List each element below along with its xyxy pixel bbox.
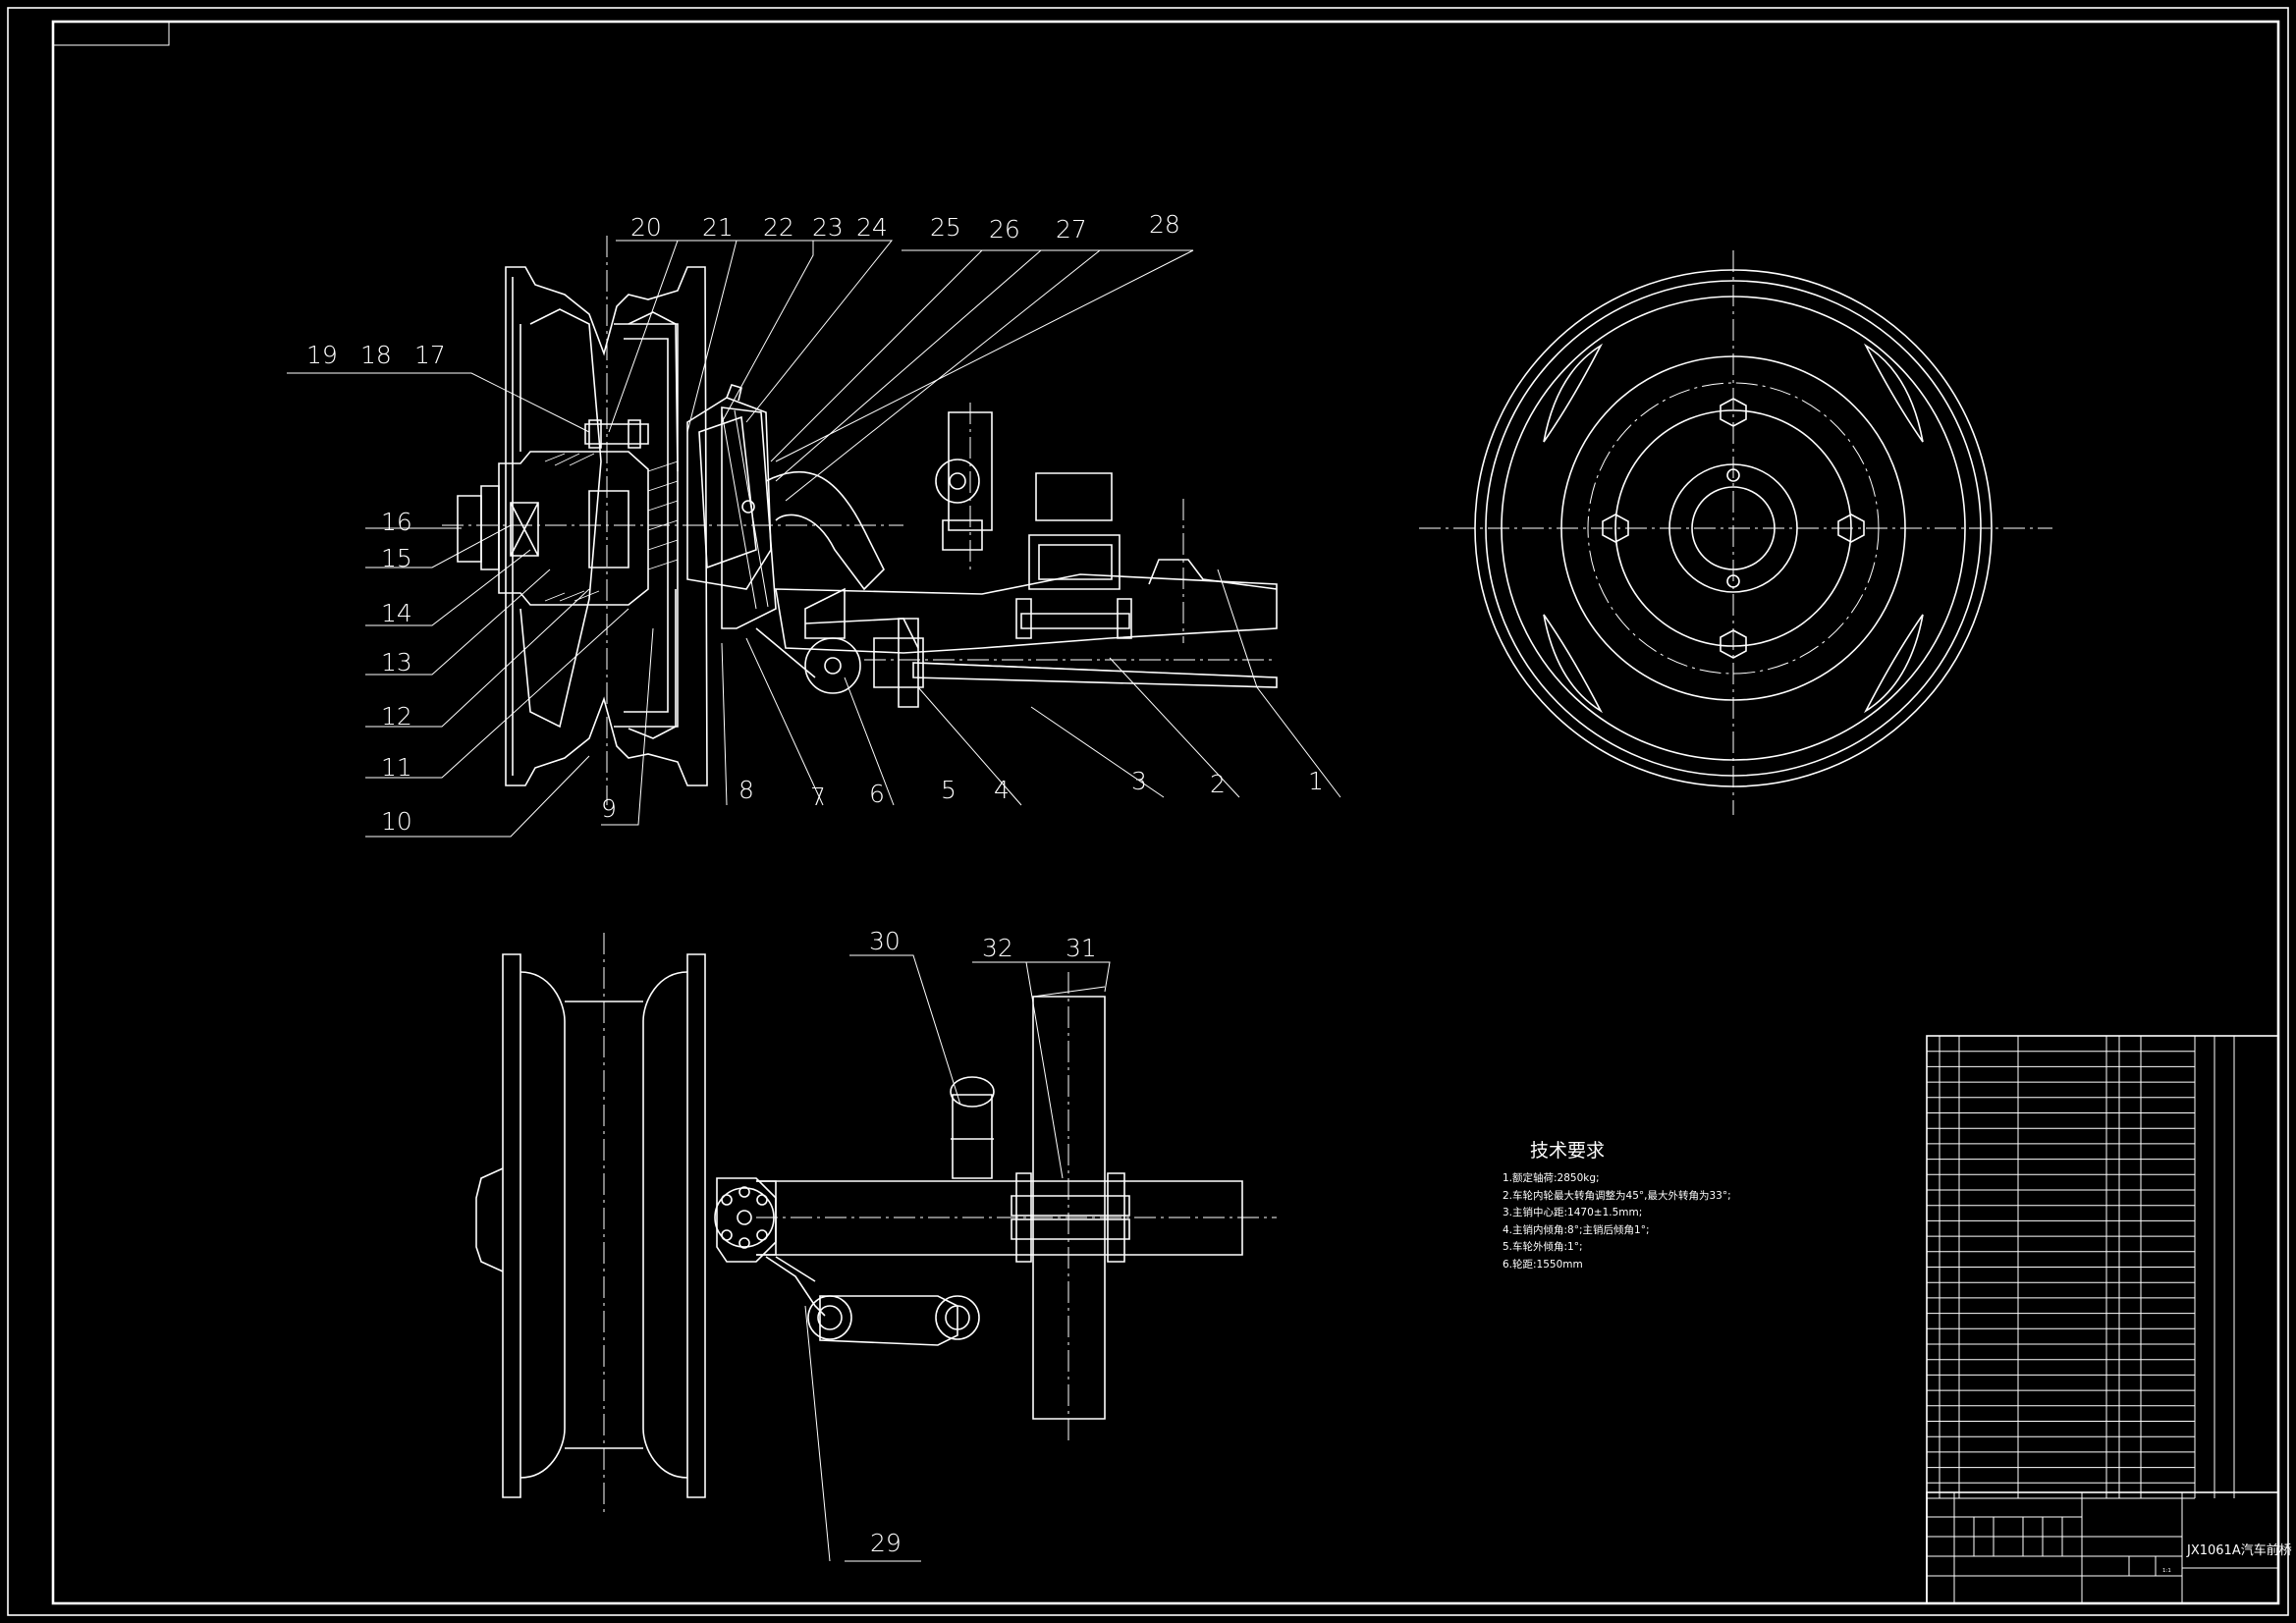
wheel-side-view (1419, 250, 2052, 815)
part-label-1: 1 (1308, 767, 1324, 795)
drawing-border (7, 7, 2289, 1616)
part-label-9: 9 (601, 794, 617, 823)
part-label-2: 2 (1210, 770, 1226, 798)
front-section-view (442, 236, 1278, 805)
part-label-5: 5 (941, 776, 957, 804)
part-label-31: 31 (1066, 934, 1097, 962)
part-label-7: 7 (810, 783, 826, 811)
part-label-4: 4 (994, 776, 1010, 804)
requirement-item: 5.车轮外倾角:1°; (1503, 1241, 1583, 1253)
part-label-28: 28 (1149, 210, 1180, 239)
technical-requirements-title: 技术要求 (1530, 1140, 1606, 1162)
part-label-25: 25 (930, 213, 961, 242)
part-label-22: 22 (763, 213, 794, 242)
part-label-20: 20 (630, 213, 662, 242)
requirement-item: 2.车轮内轮最大转角调整为45°,最大外转角为33°; (1503, 1189, 1731, 1202)
part-label-6: 6 (869, 780, 885, 808)
part-label-19: 19 (306, 341, 338, 369)
part-label-14: 14 (381, 599, 412, 627)
part-label-8: 8 (738, 776, 754, 804)
parts-list (1926, 1035, 2279, 1499)
leader-lines (287, 240, 1341, 838)
part-label-16: 16 (381, 508, 412, 536)
part-labels: 20 21 22 23 24 25 26 27 28 19 18 17 16 1… (306, 210, 1324, 1557)
part-label-11: 11 (381, 753, 412, 782)
requirement-item: 3.主销中心距:1470±1.5mm; (1503, 1207, 1643, 1218)
part-label-23: 23 (812, 213, 844, 242)
part-label-10: 10 (381, 807, 412, 836)
part-label-18: 18 (360, 341, 392, 369)
part-label-27: 27 (1056, 215, 1087, 243)
part-label-32: 32 (982, 934, 1013, 962)
scale-value: 1:1 (2162, 1568, 2171, 1574)
part-label-17: 17 (414, 341, 446, 369)
requirement-item: 4.主销内倾角:8°;主销后倾角1°; (1503, 1223, 1650, 1236)
part-label-30: 30 (869, 927, 901, 955)
part-label-15: 15 (381, 544, 412, 572)
part-label-29: 29 (870, 1529, 902, 1557)
drawing-name: JX1061A汽车前桥 (2186, 1542, 2292, 1558)
part-label-21: 21 (702, 213, 734, 242)
part-label-3: 3 (1131, 767, 1147, 795)
requirement-item: 6.轮距:1550mm (1503, 1258, 1583, 1271)
part-label-24: 24 (856, 213, 888, 242)
part-label-26: 26 (989, 215, 1020, 243)
technical-requirements-list: 1.额定轴荷:2850kg; 2.车轮内轮最大转角调整为45°,最大外转角为33… (1503, 1170, 1731, 1273)
requirement-item: 1.额定轴荷:2850kg; (1503, 1172, 1600, 1184)
title-block: JX1061A汽车前桥 1:1 (1926, 1035, 2292, 1604)
part-label-12: 12 (381, 702, 412, 730)
part-label-13: 13 (381, 648, 412, 676)
top-view (475, 933, 1277, 1562)
